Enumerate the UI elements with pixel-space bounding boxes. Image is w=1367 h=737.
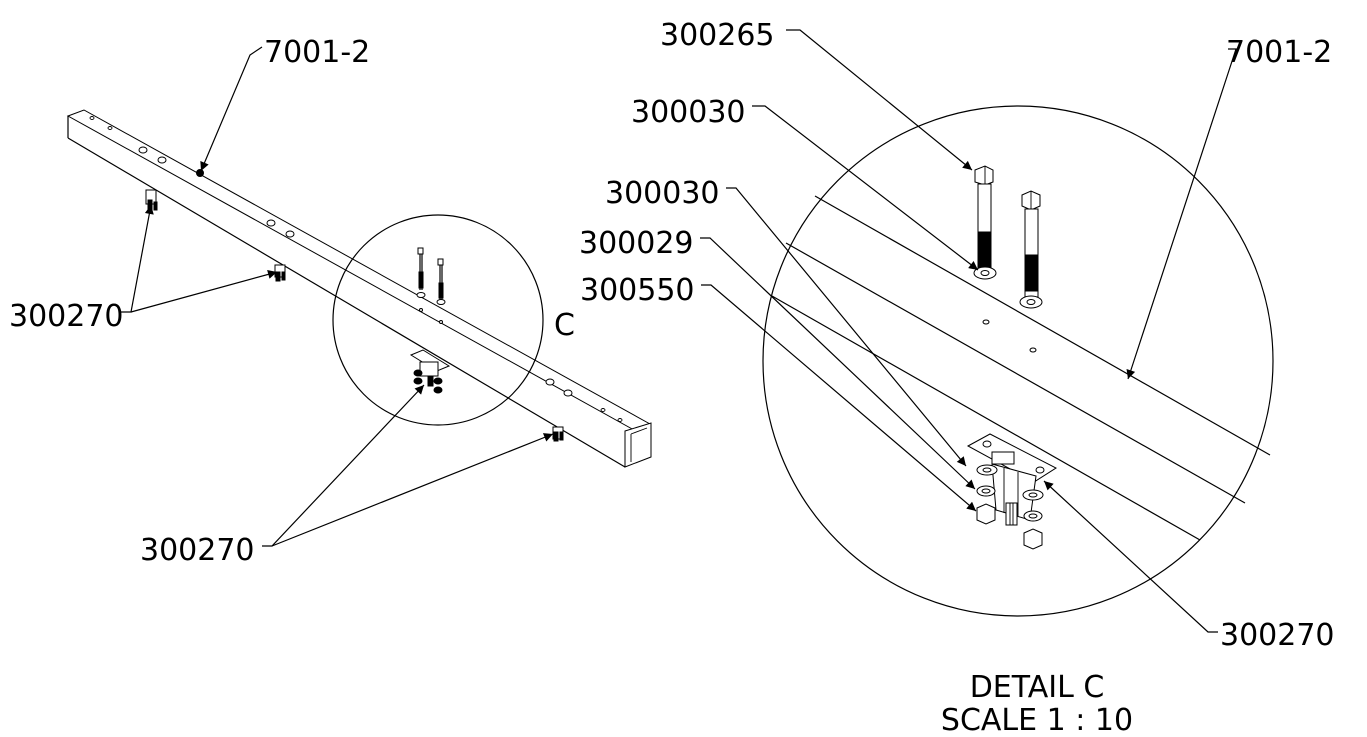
label-clamp-left: 300270 (9, 299, 124, 334)
detail-caption-scale: SCALE 1 : 10 (941, 703, 1133, 737)
beam-tube (66, 109, 652, 468)
main-view: 7001-2 300270 300270 C (9, 35, 652, 568)
detail-clamp (966, 433, 1058, 550)
label-clamp-bottom: 300270 (140, 533, 255, 568)
label-nut: 300550 (580, 273, 695, 308)
clamp-left-lower (274, 264, 286, 282)
label-washer-top: 300030 (631, 95, 746, 130)
detail-c-boundary (332, 214, 544, 426)
clamp-left-upper (145, 189, 158, 211)
detail-marker-label: C (554, 308, 575, 343)
label-detail-clamp: 300270 (1220, 618, 1335, 653)
label-bolt: 300265 (660, 18, 775, 53)
clamp-right (552, 426, 564, 442)
detail-circle (762, 105, 1274, 617)
label-lockwasher: 300029 (579, 226, 694, 261)
detail-view: 300265 7001-2 300030 300030 300029 30055… (579, 18, 1335, 737)
detail-beam-lines (771, 195, 1271, 541)
main-leaders (120, 46, 554, 547)
label-washer-bottom: 300030 (605, 176, 720, 211)
label-beam: 7001-2 (264, 35, 370, 70)
clamp-assembly-small (409, 349, 451, 394)
label-detail-beam: 7001-2 (1226, 35, 1332, 70)
detail-leaders (700, 29, 1237, 633)
detail-bolt-2 (1019, 190, 1043, 353)
detail-bolt-1 (973, 165, 997, 325)
detail-caption-title: DETAIL C (970, 670, 1105, 705)
bolts-small (416, 247, 446, 324)
